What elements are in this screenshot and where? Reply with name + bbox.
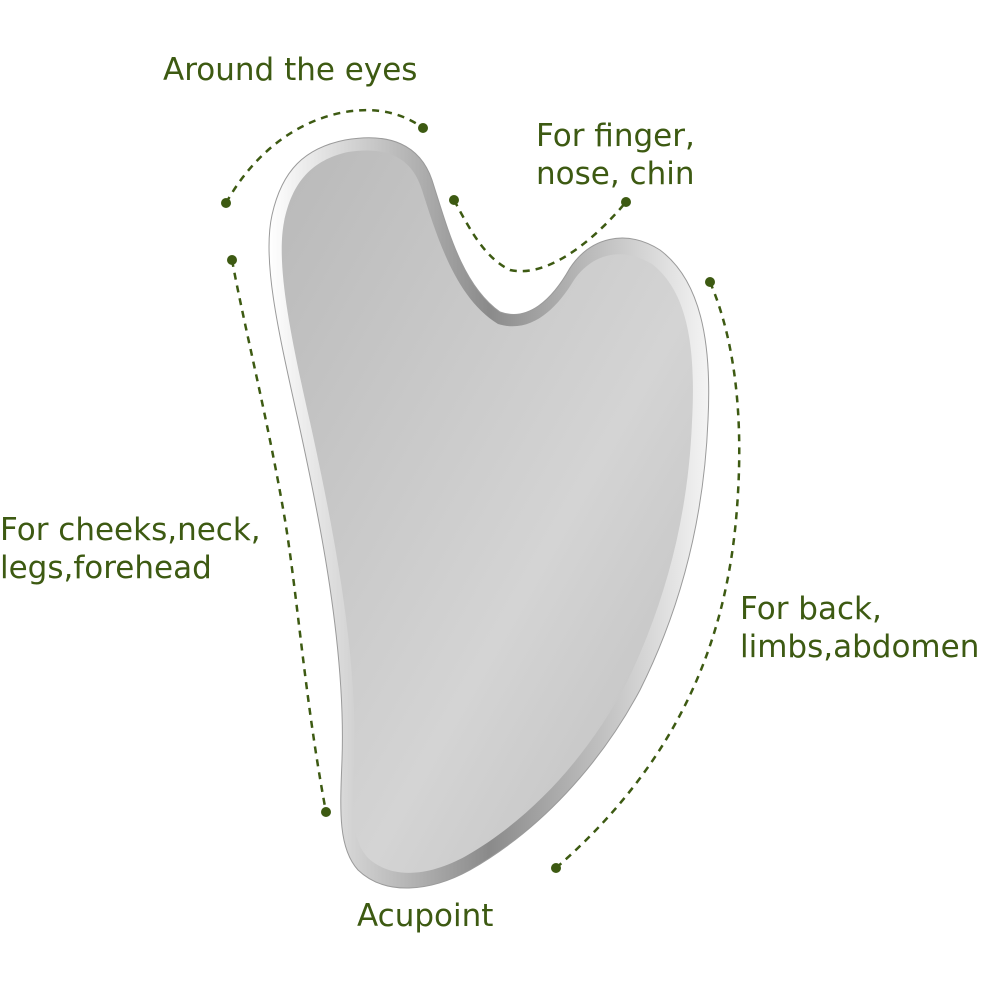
dot-back-start: [705, 277, 715, 287]
label-back-limbs: For back, limbs,abdomen: [740, 590, 979, 666]
dot-eyes-end: [418, 123, 428, 133]
label-around-eyes-text: Around the eyes: [163, 52, 418, 88]
guide-lines: [224, 108, 741, 869]
dot-cheeks-start: [227, 255, 237, 265]
label-finger-line1: For finger,: [536, 118, 695, 154]
label-back-line2: limbs,abdomen: [740, 629, 980, 665]
label-cheeks-neck: For cheeks,neck, legs,forehead: [0, 511, 261, 587]
label-acupoint-text: Acupoint: [357, 898, 494, 934]
tool-face: [281, 150, 693, 873]
label-back-line1: For back,: [740, 591, 882, 627]
guide-dots: [221, 123, 715, 873]
label-finger-nose-chin: For finger, nose, chin: [536, 117, 695, 193]
gua-sha-tool: [268, 137, 710, 889]
dot-back-end: [551, 863, 561, 873]
dot-finger-start: [449, 195, 459, 205]
dot-eyes-start: [221, 198, 231, 208]
label-cheeks-line2: legs,forehead: [0, 550, 212, 586]
guide-cheeks-neck: [230, 259, 328, 813]
guide-finger-nose-chin: [452, 199, 627, 273]
label-acupoint: Acupoint: [357, 897, 493, 935]
label-around-eyes: Around the eyes: [163, 51, 417, 89]
label-cheeks-line1: For cheeks,neck,: [0, 512, 261, 548]
guide-around-eyes: [224, 108, 424, 204]
label-finger-line2: nose, chin: [536, 156, 695, 192]
dot-cheeks-end: [321, 807, 331, 817]
dot-finger-end: [621, 197, 631, 207]
